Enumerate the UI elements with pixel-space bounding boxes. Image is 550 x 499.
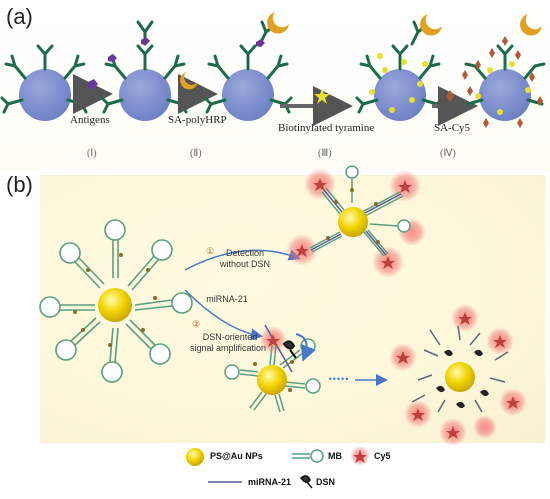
np-dsn-intermediate (224, 324, 321, 413)
path-2-line-2: signal amplification (189, 343, 267, 353)
np-with-mb-probes (39, 219, 193, 383)
np-detection-result (286, 165, 426, 278)
bead-stage-3 (355, 14, 445, 121)
path-2-number: ② (191, 319, 201, 329)
step-4-label: SA-Cy5 (434, 122, 471, 134)
arrow-step-2 (178, 72, 218, 114)
legend-graphics (186, 446, 370, 489)
panel-a-label: (a) (6, 4, 33, 29)
arrow-path-2 (184, 289, 263, 341)
mirna-label: miRNA-21 (206, 294, 248, 304)
step-2-roman: (Ⅱ) (190, 148, 202, 159)
cycle-dots: ••••• (328, 374, 350, 384)
bead-stage-4 (462, 14, 546, 128)
legend-mb: MB (328, 451, 342, 461)
path-1-line-2: without DSN (219, 259, 271, 269)
step-3-label: Biotinylated tyramine (278, 122, 375, 134)
panel-b-label: (b) (6, 172, 33, 197)
legend-mirna: miRNA-21 (248, 477, 292, 487)
legend-np: PS@Au NPs (210, 451, 263, 461)
np-amplified-result (389, 304, 527, 446)
bead-stage-1 (100, 20, 190, 121)
path-1-line-1: Detection (225, 248, 265, 258)
step-2-label: SA-polyHRP (168, 114, 227, 126)
arrow-step-4 (432, 86, 478, 126)
path-2-line-1: DSN-oriented (202, 332, 258, 342)
path-1-number: ① (205, 246, 215, 256)
legend-dsn: DSN (316, 477, 336, 487)
arrow-step-1 (73, 74, 113, 114)
step-4-roman: (Ⅳ) (440, 148, 456, 159)
bead-stage-0 (0, 44, 90, 121)
step-1-label: Antigens (70, 114, 110, 126)
legend-cy5: Cy5 (374, 451, 391, 461)
bead-stage-2 (203, 12, 293, 121)
step-3-roman: (Ⅲ) (318, 148, 332, 159)
step-1-roman: (Ⅰ) (87, 148, 97, 159)
arrow-step-3 (280, 86, 353, 126)
